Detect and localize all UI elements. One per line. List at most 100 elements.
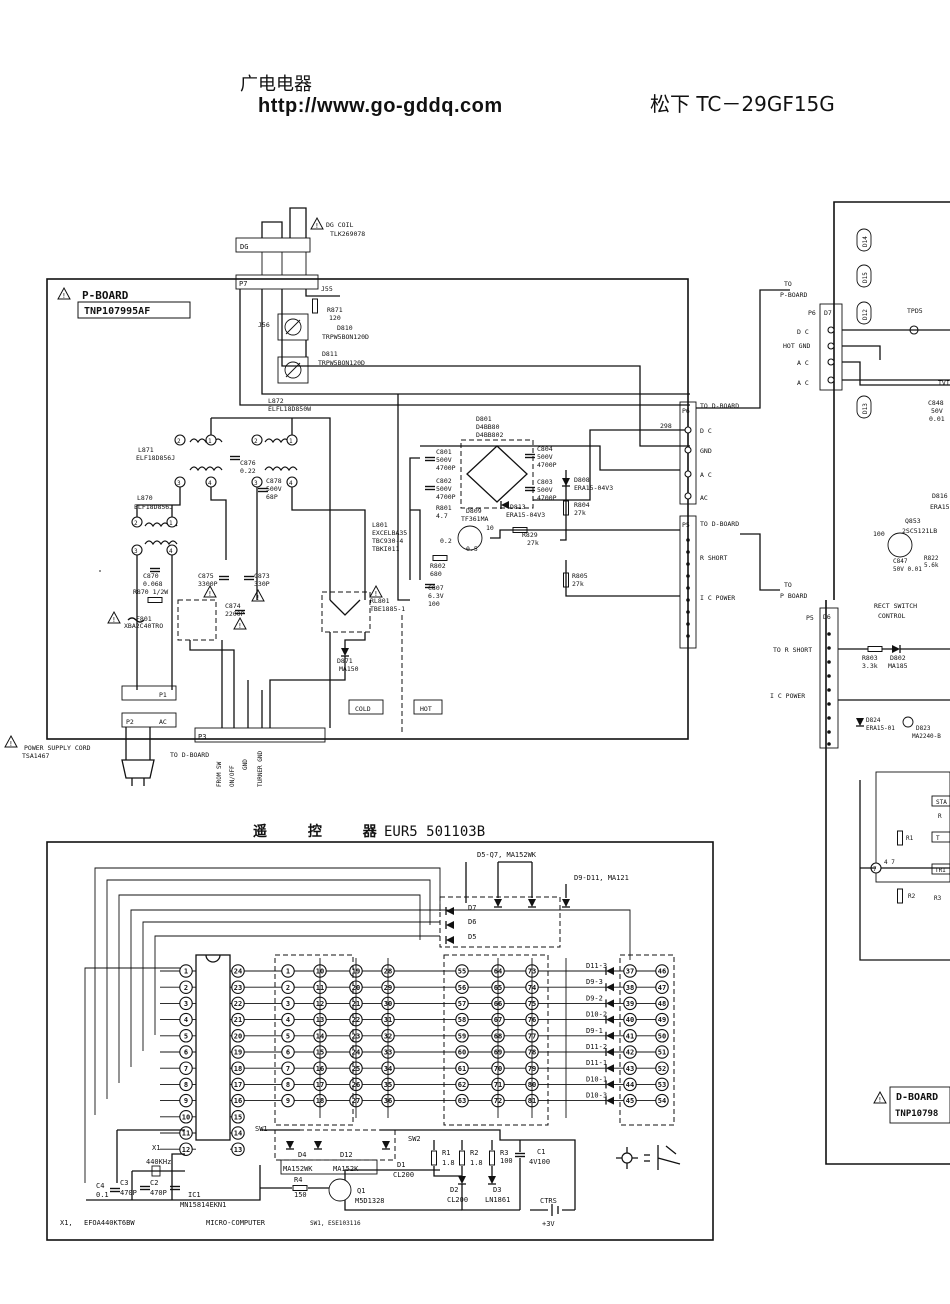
p7-label: P7: [239, 280, 247, 288]
d802-part: MA185: [888, 662, 908, 670]
d810-part: TRPW5BON120D: [322, 333, 369, 341]
svg-text:3: 3: [177, 480, 181, 487]
cold-label-box: [348, 699, 384, 715]
r801-label: R801: [436, 504, 452, 512]
matrix-pin-label: 1: [286, 968, 290, 976]
c807-val2: 100: [428, 600, 440, 608]
l801-part1: EXCELBA35: [372, 529, 407, 537]
r803-value: 3.3k: [862, 662, 878, 670]
matrix-pin-label: 42: [626, 1049, 634, 1057]
matrix-pin-label: 49: [658, 1016, 666, 1024]
d801-label: D801: [476, 415, 492, 423]
d823-part: MA2240-B: [912, 733, 941, 740]
r3-label: R3: [500, 1149, 508, 1157]
matrix-diode: [605, 966, 615, 976]
warning-icon: [57, 287, 71, 301]
power-cord-part: TSA1467: [22, 752, 49, 760]
c875-label: C875: [198, 572, 214, 580]
d816-label: D816: [932, 492, 948, 500]
dboard-part: TNP10798: [895, 1109, 938, 1119]
l872-coil-bottom: [264, 466, 298, 471]
matrix-pin-label: 2: [286, 984, 290, 992]
t-label: T: [936, 835, 940, 842]
matrix-pin-label: 19: [234, 1049, 242, 1057]
matrix-pin-label: 40: [626, 1016, 634, 1024]
power-plug-icon: [121, 759, 155, 779]
plus3v-label: +3V: [542, 1220, 555, 1228]
matrix-pin-label: 24: [234, 968, 242, 976]
r871-label: R871: [327, 306, 343, 314]
battery-icon: [530, 1204, 575, 1216]
matrix-pin-label: 60: [458, 1049, 466, 1057]
r804-label: R804: [574, 501, 590, 509]
matrix-pin-label: 51: [658, 1049, 666, 1057]
c876-label: C876: [240, 459, 256, 467]
dg-connector: [235, 237, 311, 253]
fuse-holder-outline: [177, 599, 217, 641]
d14-part: [856, 228, 872, 252]
pin-02: 0.2: [440, 537, 452, 545]
d12-label: D12: [862, 309, 869, 320]
right-diode-array: D11-3D9-3D9-2D10-2D9-1D11-2D11-1D10-1D10…: [580, 962, 656, 1106]
c802-capacitor: [424, 485, 436, 491]
matrix-pin-label: 20: [234, 1032, 242, 1040]
matrix-pin-label: 8: [184, 1081, 188, 1089]
matrix-diode: [605, 1063, 615, 1073]
d1-part: CL200: [393, 1171, 414, 1179]
warning-icon: [310, 217, 324, 231]
dboard-d6: D6: [823, 613, 831, 621]
p6-pin-ac1: A C: [700, 471, 712, 479]
footer-sw1: SW1, ESE103116: [310, 1220, 361, 1227]
rect-switch: RECT SWITCH: [874, 602, 917, 610]
tri-box: [931, 863, 950, 875]
matrix-pin-label: 9: [184, 1097, 188, 1105]
p5-label: P5: [682, 521, 690, 529]
cold-label: COLD: [355, 705, 371, 713]
footer-micro-computer: MICRO-COMPUTER: [206, 1219, 266, 1227]
tvi-label: TVI: [938, 379, 950, 387]
p6-to-dboard-wire: [696, 289, 790, 409]
p2-connector: [121, 712, 177, 728]
relay-outline: [321, 591, 371, 633]
matrix-pin-label: 23: [234, 984, 242, 992]
matrix-pin-label: 39: [626, 1000, 634, 1008]
dboard-p6-connector: [819, 303, 843, 391]
matrix-pin-label: 37: [626, 968, 634, 976]
matrix-pin-label: 7: [184, 1065, 188, 1073]
d5-diode: [445, 935, 455, 945]
remote-title: 遥 控 器: [253, 823, 395, 840]
c873-value: 330P: [254, 580, 270, 588]
matrix-pin-label: 18: [234, 1065, 242, 1073]
footer-x1: X1,: [60, 1219, 73, 1227]
dboard-dc: D C: [797, 328, 809, 336]
matrix-diode: [605, 1047, 615, 1057]
power-cord-wires: [125, 727, 151, 760]
fuse-f801: [127, 617, 145, 623]
key-group-outline-2: [443, 954, 549, 1126]
c878-label: C878: [266, 477, 282, 485]
matrix-pin-label: 2: [184, 984, 188, 992]
matrix-pin-label: 21: [234, 1016, 242, 1024]
remote-section: 遥 控 器 EUR5 501103B D5-Q7, MA152WK D9-D11…: [46, 570, 714, 1241]
matrix-diode: [605, 982, 615, 992]
d12-diode-a: [313, 1140, 323, 1150]
p5-r-short: R SHORT: [700, 554, 727, 562]
warning-icon: [873, 1091, 887, 1105]
d5-label: D5: [468, 933, 476, 941]
d14-label: D14: [862, 236, 869, 247]
r1-resistor: [431, 1150, 437, 1166]
c847-value: 50V 0.01: [893, 566, 922, 573]
site-url[interactable]: http://www.go-gddq.com: [258, 95, 503, 117]
matrix-pin-label: 6: [184, 1049, 188, 1057]
d2-label: D2: [450, 1186, 458, 1194]
matrix-pin-label: 53: [658, 1081, 666, 1089]
q1-part: M5D1328: [355, 1197, 385, 1205]
d810-label: D810: [337, 324, 353, 332]
x1-freq: 440KHz: [146, 1158, 171, 1166]
matrix-pin-label: 12: [182, 1146, 190, 1154]
svg-text:1: 1: [208, 438, 212, 445]
c802-label: C802: [436, 477, 452, 485]
ic1-part: MN15814EKN1: [180, 1201, 226, 1209]
